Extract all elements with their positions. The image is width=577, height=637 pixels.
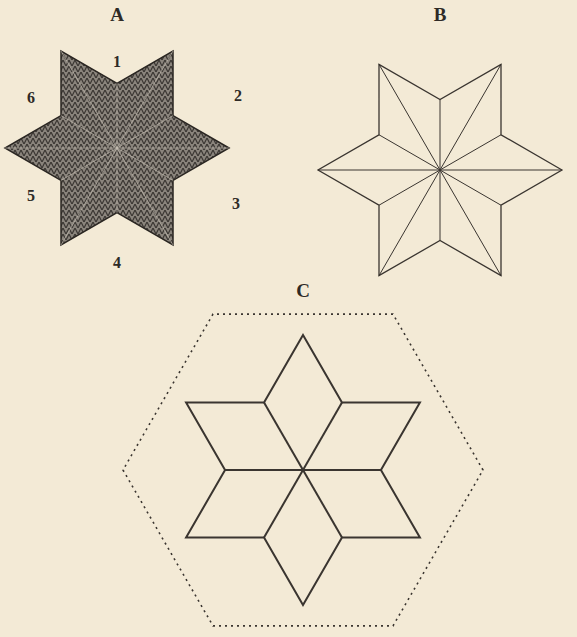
point-number: 5 bbox=[27, 188, 35, 204]
star-ridges bbox=[5, 51, 229, 245]
rhombus-edges bbox=[225, 403, 381, 538]
point-number: 6 bbox=[27, 90, 35, 106]
figure-letter: C bbox=[296, 281, 310, 300]
figure-letter: A bbox=[110, 5, 124, 24]
star-spokes bbox=[318, 64, 562, 275]
dotted-hexagon bbox=[123, 314, 483, 626]
figure-letter: B bbox=[434, 5, 447, 24]
textured-star bbox=[5, 51, 229, 245]
point-number: 4 bbox=[113, 255, 121, 271]
point-number: 1 bbox=[113, 54, 121, 70]
outline-star bbox=[318, 64, 562, 275]
point-number: 2 bbox=[234, 88, 242, 104]
point-number: 3 bbox=[232, 196, 240, 212]
rhombus-star bbox=[186, 335, 420, 605]
